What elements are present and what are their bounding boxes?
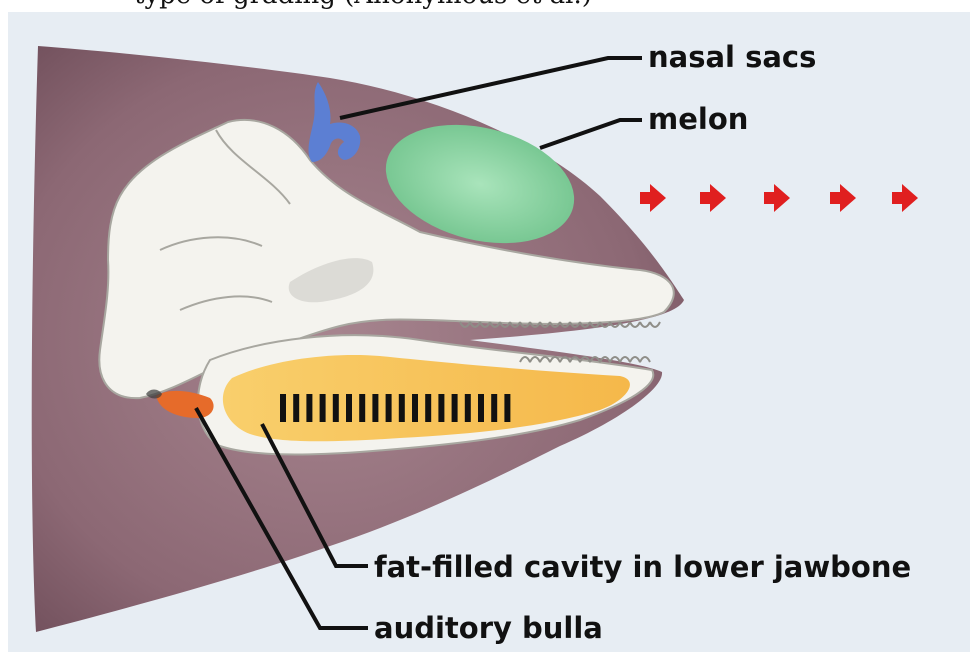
auditory-bulla-label: auditory bulla [374, 611, 603, 645]
jaw-stripe [399, 394, 405, 422]
jaw-stripe [412, 394, 418, 422]
jaw-stripe [333, 394, 339, 422]
jaw-stripe [280, 394, 286, 422]
jaw-stripe [320, 394, 326, 422]
jaw-stripe [293, 394, 299, 422]
jaw-stripe [359, 394, 365, 422]
jaw-stripe [372, 394, 378, 422]
jaw-stripe [504, 394, 510, 422]
jaw-stripe [386, 394, 392, 422]
jaw-stripe [465, 394, 471, 422]
fat-cavity-label: fat-filled cavity in lower jawbone [374, 550, 911, 584]
jaw-stripe [491, 394, 497, 422]
nasal-sacs-label: nasal sacs [648, 40, 816, 74]
jaw-stripe [478, 394, 484, 422]
jaw-stripe [425, 394, 431, 422]
jaw-stripe [306, 394, 312, 422]
jaw-stripe [452, 394, 458, 422]
melon-label: melon [648, 102, 748, 136]
jaw-stripe [438, 394, 444, 422]
jaw-stripe [346, 394, 352, 422]
